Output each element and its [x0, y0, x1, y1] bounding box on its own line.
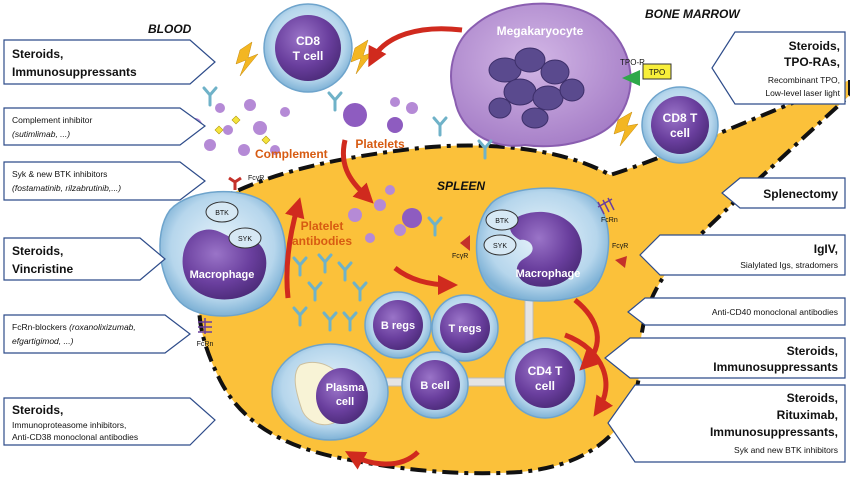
megakaryocyte-label: Megakaryocyte — [497, 24, 584, 38]
cd8-t-cell-marrow: CD8 T cell — [641, 86, 719, 164]
tpo-receptor-icon — [622, 70, 640, 86]
platelet-antibodies-line2: antibodies — [292, 234, 352, 248]
right-box-6-line-1: Steroids, — [787, 391, 838, 405]
fcrn-left-icon — [198, 318, 212, 334]
right-box-1-line-4: Low-level laser light — [765, 88, 840, 98]
platelet-cluster-blood — [343, 97, 418, 133]
right-box-2-line-1: Splenectomy — [763, 187, 838, 201]
right-box-3-line-2: Sialylated Igs, stradomers — [740, 260, 838, 270]
plasma-line1: Plasma — [326, 382, 365, 394]
cd4-line1: CD4 T — [528, 364, 563, 378]
tpo-r-label: TPO-R — [620, 58, 645, 67]
right-box-6-line-2: Rituximab, — [777, 408, 838, 422]
macrophage-left-label: Macrophage — [190, 269, 255, 281]
b-regs-cell: B regs — [364, 291, 432, 359]
macrophage-right-label: Macrophage — [516, 268, 581, 280]
left-box-5-line-2: efgartigimod, ...) — [12, 336, 74, 346]
right-box-5-line-2: Immunosuppressants — [713, 360, 838, 374]
tpo-label: TPO — [649, 68, 665, 77]
cd8-label-line1: CD8 — [296, 34, 320, 48]
region-spleen: SPLEEN — [437, 179, 485, 193]
cd8-t-cell-blood: CD8 T cell — [263, 3, 353, 93]
macrophage-left: Macrophage BTK SYK — [159, 190, 287, 317]
right-box-1-line-2: TPO-RAs, — [784, 55, 840, 69]
flow-arrows — [284, 26, 614, 470]
cd8-label-line2: T cell — [293, 49, 324, 63]
plasma-cell: Plasma cell — [271, 343, 389, 441]
region-bone-marrow: BONE MARROW — [645, 7, 741, 21]
left-box-5-line-1-plain: FcRn-blockers — [12, 322, 69, 332]
left-box-2-line-1: Complement inhibitor — [12, 115, 92, 125]
left-box-1-line-1: Steroids, — [12, 47, 63, 61]
fcgr-left-icon — [228, 176, 242, 190]
left-treatment-boxes: Steroids, Immunosuppressants Complement … — [3, 39, 216, 446]
left-box-6-line-1: Steroids, — [12, 403, 63, 417]
fcrn-left-label: FcRn — [197, 341, 214, 348]
fcgr-mid-label: FcγR — [452, 253, 468, 260]
complement-label: Complement — [255, 147, 328, 161]
tpo-badge — [642, 63, 672, 80]
left-box-6-line-3: Anti-CD38 monoclonal antibodies — [12, 432, 138, 442]
platelet-cluster-spleen — [348, 185, 422, 243]
fcgr-mid-icon — [460, 235, 470, 251]
right-box-4-line-1: Anti-CD40 monoclonal antibodies — [712, 307, 838, 317]
platelets-label: Platelets — [355, 137, 405, 151]
fcrn-right-icon — [597, 197, 615, 215]
t-regs-cell: T regs — [431, 294, 499, 362]
btk-right-label: BTK — [495, 218, 509, 225]
right-box-6-line-4: Syk and new BTK inhibitors — [734, 445, 838, 455]
cd4-line2: cell — [535, 379, 555, 393]
left-box-4-line-2: Vincristine — [12, 262, 73, 276]
megakaryocyte: Megakaryocyte — [450, 2, 632, 148]
right-treatment-boxes: Steroids, TPO-RAs, Recombinant TPO, Low-… — [604, 31, 846, 463]
left-box-2-line-2: (sutimlimab, ...) — [12, 129, 70, 139]
left-box-1-line-2: Immunosuppressants — [12, 65, 137, 79]
lightning-icons — [235, 39, 639, 147]
fcgr-right-icon — [615, 256, 627, 268]
platelet-antibodies-line1: Platelet — [301, 219, 344, 233]
macrophage-right: Macrophage BTK SYK — [475, 187, 610, 302]
t-regs-label: T regs — [448, 323, 481, 335]
right-box-5-line-1: Steroids, — [787, 344, 838, 358]
cd4-t-cell: CD4 T cell — [504, 337, 586, 419]
right-box-1-line-1: Steroids, — [789, 39, 840, 53]
syk-right-label: SYK — [493, 243, 507, 250]
region-blood: BLOOD — [148, 22, 192, 36]
syk-left-label: SYK — [238, 236, 252, 243]
left-box-5-line-1: FcRn-blockers (roxanolixizumab, — [12, 322, 136, 332]
b-regs-label: B regs — [381, 320, 415, 332]
btk-left-label: BTK — [215, 210, 229, 217]
left-box-5-line-1-italic: (roxanolixizumab, — [69, 322, 136, 332]
fcrn-right-label: FcRn — [601, 217, 618, 224]
antibody-icons — [202, 86, 493, 332]
right-box-6-line-3: Immunosuppressants, — [710, 425, 838, 439]
fcgr-right-label: FcγR — [612, 243, 628, 250]
b-cell: B cell — [401, 351, 469, 419]
left-box-3-line-1: Syk & new BTK inhibitors — [12, 169, 107, 179]
right-box-1-line-3: Recombinant TPO, — [768, 75, 840, 85]
b-cell-label: B cell — [420, 380, 449, 392]
cd8-right-line1: CD8 T — [663, 111, 698, 125]
plasma-line2: cell — [336, 396, 354, 408]
left-box-4-line-1: Steroids, — [12, 244, 63, 258]
cd8-right-line2: cell — [670, 126, 690, 140]
left-box-3-line-2: (fostamatinib, rilzabrutinib,...) — [12, 183, 121, 193]
right-box-3-line-1: IgIV, — [814, 242, 838, 256]
fcgr-left-label: FcγR — [248, 175, 264, 182]
left-box-6-line-2: Immunoproteasome inhibitors, — [12, 420, 126, 430]
